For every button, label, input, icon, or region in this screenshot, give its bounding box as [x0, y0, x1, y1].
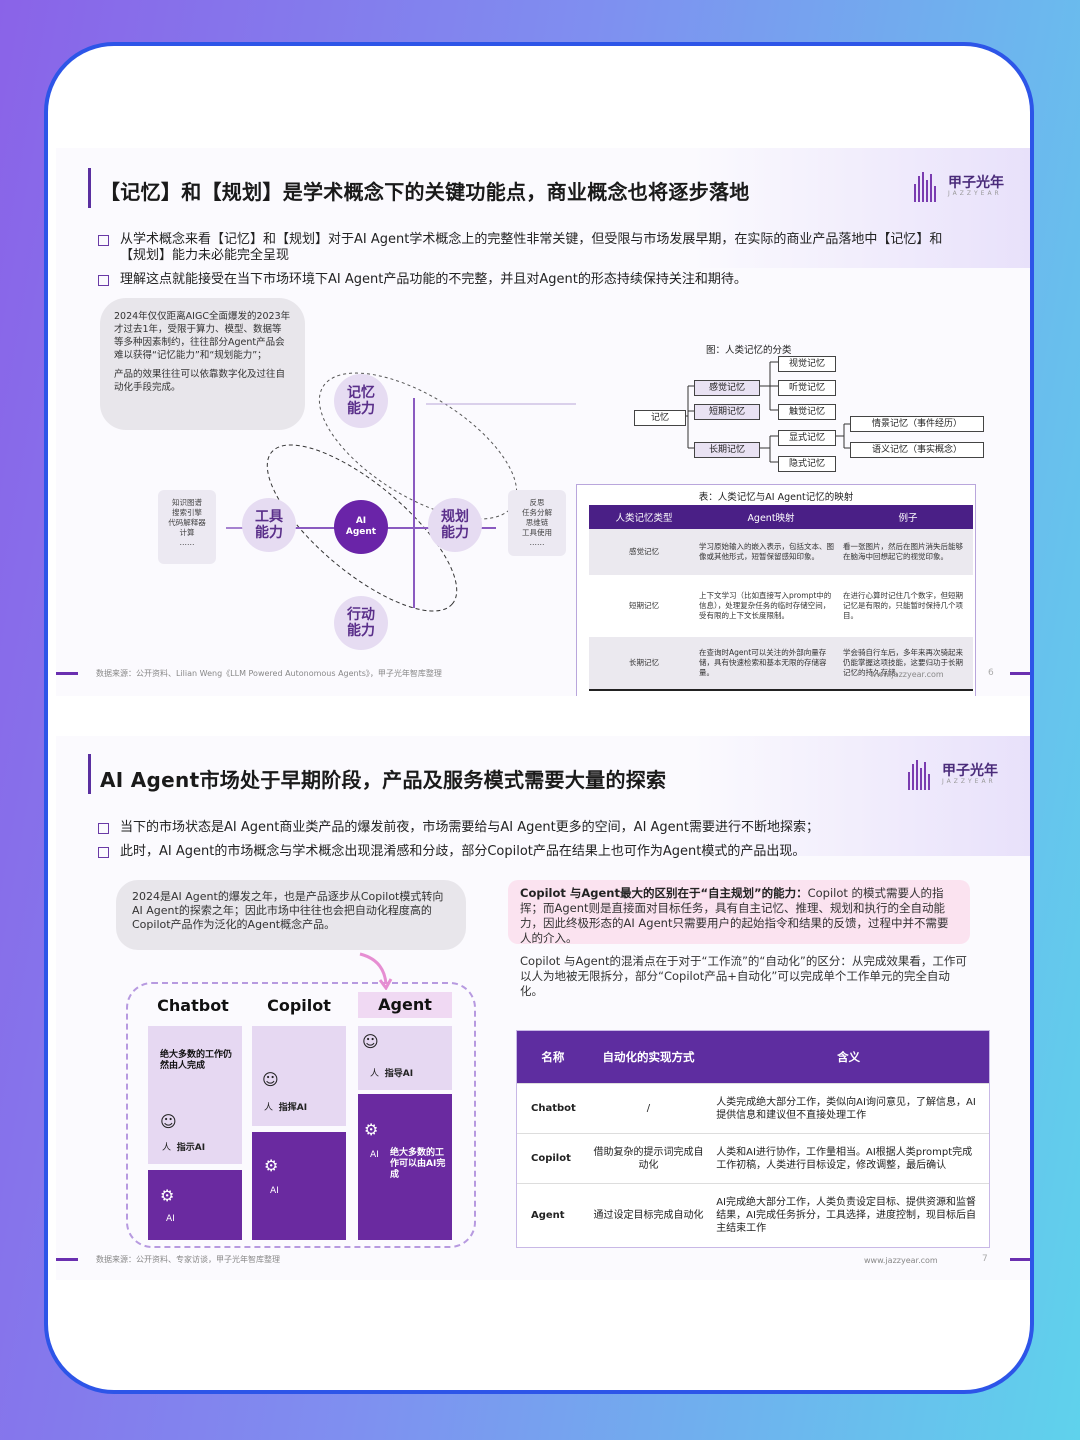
- human-icon: ☺: [160, 1112, 177, 1131]
- source-note: 数据来源：公开资料、专家访谈，甲子光年智库整理: [96, 1255, 280, 1264]
- plan-circle: 规划 能力: [428, 498, 482, 552]
- column-copilot: Copilot: [267, 996, 331, 1015]
- note-bubble: 2024是AI Agent的爆发之年，也是产品逐步从Copilot模式转向AI …: [116, 880, 466, 950]
- figure-caption: 图：人类记忆的分类: [706, 345, 792, 356]
- tree-visual: 视觉记忆: [778, 356, 836, 372]
- copilot-agent-difference: Copilot 与Agent最大的区别在于“自主规划”的能力：Copilot 的…: [508, 880, 970, 945]
- tree-explicit: 显式记忆: [778, 430, 836, 446]
- tool-circle: 工具 能力: [242, 498, 296, 552]
- site-url: www.jazzyear.com: [864, 1256, 938, 1265]
- tool-examples-box: 知识图谱 搜索引擎 代码解释器 计算 ……: [158, 490, 216, 564]
- table-row: Copilot 借助复杂的提示词完成自动化 人类和AI进行协作，工作量相当。AI…: [517, 1133, 989, 1183]
- table-row: Chatbot / 人类完成绝大部分工作，类似向AI询问意见，了解信息，AI提供…: [517, 1083, 989, 1133]
- memory-tree-lines: [676, 361, 850, 463]
- bullet-2: 理解这点就能接受在当下市场环境下AI Agent产品功能的不完整，并且对Agen…: [98, 272, 958, 288]
- copilot-agent-confusion: Copilot 与Agent的混淆点在于对于“工作流”的“自动化”的区分：从完成…: [520, 954, 967, 998]
- tree-episodic: 情景记忆（事件经历）: [850, 416, 984, 432]
- tree-long: 长期记忆: [694, 442, 760, 458]
- action-circle: 行动 能力: [334, 596, 388, 650]
- memory-mapping-table: 表：人类记忆与AI Agent记忆的映射 人类记忆类型 Agent映射 例子 感…: [576, 484, 976, 696]
- tree-tactile: 触觉记忆: [778, 404, 836, 420]
- memory-circle: 记忆 能力: [334, 374, 388, 428]
- logo: 甲子光年 JAZZYEAR: [914, 170, 1004, 202]
- note-bubble: 2024年仅仅距离AIGC全面爆发的2023年才过去1年，受限于算力、模型、数据…: [100, 298, 305, 430]
- ai-agent-circle: AI Agent: [334, 500, 388, 554]
- ai-icon: ⚙: [160, 1186, 175, 1205]
- ai-icon: ⚙: [264, 1156, 279, 1175]
- tree-auditory: 听觉记忆: [778, 380, 836, 396]
- bullet-1: 从学术概念来看【记忆】和【规划】对于AI Agent学术概念上的完整性非常关键，…: [98, 232, 958, 264]
- tree-sensory: 感觉记忆: [694, 380, 760, 396]
- page-number: 6: [988, 668, 994, 678]
- chatbot-desc: 绝大多数的工作仍然由人完成: [160, 1050, 233, 1071]
- ai-icon: ⚙: [364, 1120, 379, 1139]
- automation-table: 名称 自动化的实现方式 含义 Chatbot / 人类完成绝大部分工作，类似向A…: [516, 1030, 990, 1248]
- plan-examples-box: 反思 任务分解 思维链 工具使用 ……: [508, 490, 566, 556]
- ai-label: AI: [370, 1150, 379, 1160]
- site-url: www.jazzyear.com: [870, 670, 944, 679]
- bullet-1: 当下的市场状态是AI Agent商业类产品的爆发前夜，市场需要给与AI Agen…: [98, 820, 958, 836]
- human-label: 人 指挥AI: [264, 1103, 308, 1113]
- agent-diagram-lines: [226, 372, 576, 612]
- table-row: 长期记忆 在查询时Agent可以关注的外部向量存储，具有快速检索和基本无限的存储…: [589, 637, 973, 689]
- table-row: 感觉记忆 学习原始输入的嵌入表示，包括文本、图像或其他形式，短暂保留感知印象。 …: [589, 529, 973, 575]
- table-row: 短期记忆 上下文学习（比如直接写入prompt中的信息），处理复杂任务的临时存储…: [589, 575, 973, 637]
- slide-title: 【记忆】和【规划】是学术概念下的关键功能点，商业概念也将逐步落地: [100, 180, 750, 204]
- tree-semantic: 语义记忆（事实概念）: [850, 442, 984, 458]
- table-row: Agent 通过设定目标完成自动化 AI完成绝大部分工作，人类负责设定目标、提供…: [517, 1183, 989, 1247]
- table-header: 人类记忆类型 Agent映射 例子: [589, 505, 973, 529]
- human-icon: ☺: [362, 1032, 379, 1051]
- ai-label: AI: [166, 1214, 175, 1224]
- slide-memory-planning: 【记忆】和【规划】是学术概念下的关键功能点，商业概念也将逐步落地 甲子光年 JA…: [56, 148, 1030, 696]
- page-number: 7: [982, 1254, 988, 1264]
- tree-short: 短期记忆: [694, 404, 760, 420]
- source-note: 数据来源：公开资料、Lilian Weng《LLM Powered Autono…: [96, 669, 442, 678]
- slide-title: AI Agent市场处于早期阶段，产品及服务模式需要大量的探索: [100, 768, 667, 792]
- logo: 甲子光年 JAZZYEAR: [908, 758, 998, 790]
- human-label: 人 指导AI: [370, 1069, 414, 1079]
- tree-memory: 记忆: [634, 410, 686, 426]
- ai-label: AI: [270, 1186, 279, 1196]
- tree-implicit: 隐式记忆: [778, 456, 836, 472]
- logo-icon: [914, 170, 940, 202]
- column-chatbot: Chatbot: [157, 996, 229, 1015]
- bullet-2: 此时，AI Agent的市场概念与学术概念出现混淆感和分歧，部分Copilot产…: [98, 844, 958, 860]
- logo-icon: [908, 758, 934, 790]
- human-label: 人 指示AI: [162, 1143, 206, 1153]
- human-icon: ☺: [262, 1070, 279, 1089]
- slide-agent-market: AI Agent市场处于早期阶段，产品及服务模式需要大量的探索 甲子光年 JAZ…: [56, 736, 1030, 1280]
- mode-diagram: [126, 982, 476, 1248]
- table-header: 名称 自动化的实现方式 含义: [517, 1031, 989, 1083]
- agent-desc: 绝大多数的工作可以由AI完成: [390, 1148, 446, 1180]
- arrow-icon: [359, 952, 393, 990]
- poster-frame: 【记忆】和【规划】是学术概念下的关键功能点，商业概念也将逐步落地 甲子光年 JA…: [44, 42, 1034, 1394]
- column-agent: Agent: [358, 992, 452, 1018]
